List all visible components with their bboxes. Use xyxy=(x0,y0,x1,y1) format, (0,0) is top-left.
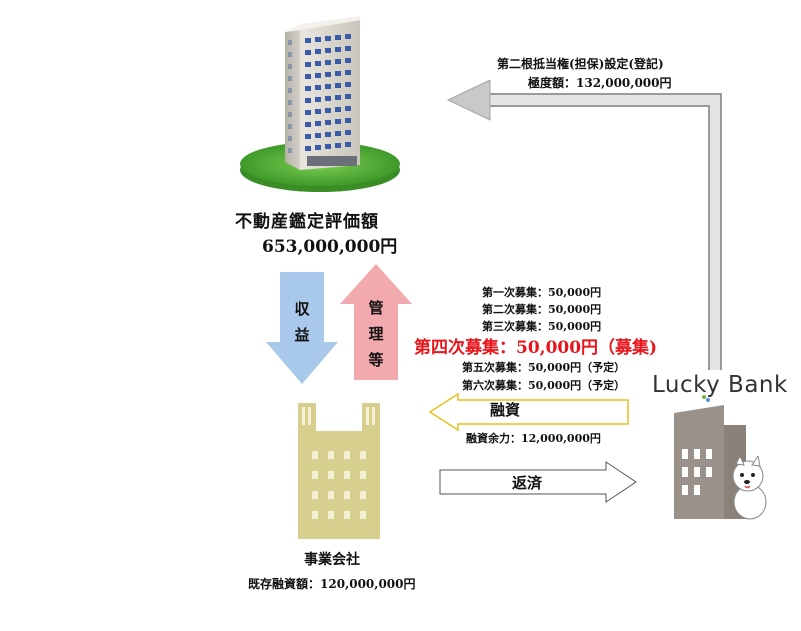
income-arrow xyxy=(266,272,338,384)
dog-mascot-icon xyxy=(732,456,767,520)
lucky-bank-logo: Lucky Bank xyxy=(652,372,788,398)
company-building-icon xyxy=(298,403,380,539)
appraisal-value: 653,000,000円 xyxy=(262,237,398,257)
logo-sparkle-icon xyxy=(702,395,710,402)
mortgage-line1: 第二根抵当権(担保)設定(登記) xyxy=(497,57,664,71)
repay-label: 返済 xyxy=(512,474,543,492)
round-1: 第一次募集：50,000円 xyxy=(482,286,602,299)
loan-capacity: 融資余力：12,000,000円 xyxy=(466,432,601,445)
company-name: 事業会社 xyxy=(304,552,360,568)
mortgage-arrow xyxy=(446,80,722,370)
round-2: 第二次募集：50,000円 xyxy=(482,303,602,316)
loan-arrow xyxy=(428,392,629,432)
repay-arrow xyxy=(439,461,637,503)
round-6: 第六次募集：50,000円（予定） xyxy=(462,379,626,392)
property-building-icon xyxy=(240,16,400,192)
round-5: 第五次募集：50,000円（予定） xyxy=(462,361,626,374)
appraisal-title: 不動産鑑定評価額 xyxy=(235,212,379,232)
round-3: 第三次募集：50,000円 xyxy=(482,320,602,333)
management-label: 管理等 xyxy=(368,299,384,369)
existing-loan: 既存融資額：120,000,000円 xyxy=(248,577,416,591)
mortgage-line2: 極度額：132,000,000円 xyxy=(528,76,672,90)
management-arrow xyxy=(340,264,412,380)
loan-label: 融資 xyxy=(490,401,521,419)
income-label: 収益 xyxy=(294,300,310,344)
round-4-active: 第四次募集：50,000円（募集) xyxy=(414,338,658,358)
